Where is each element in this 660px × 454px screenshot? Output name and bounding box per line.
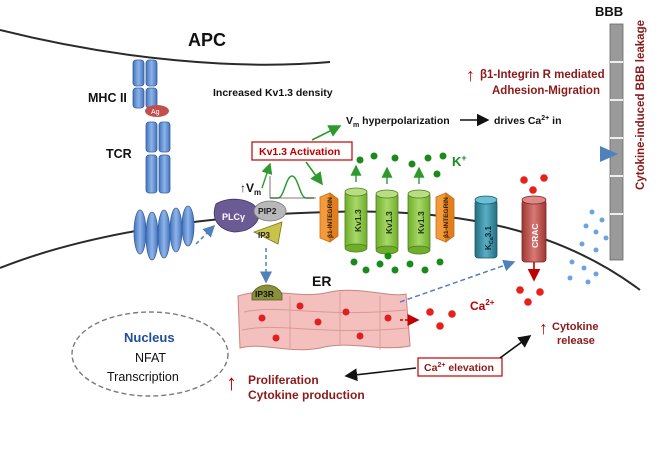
nucleus: Nucleus NFAT Transcription	[71, 311, 229, 397]
ca-elevation-label: Ca2+ elevation	[424, 362, 494, 374]
er-label: ER	[312, 273, 331, 289]
kv13-channel-3: Kv1.3	[407, 166, 431, 255]
k-ion-label: K+	[452, 153, 467, 169]
crac-channel: CRAC	[521, 195, 547, 282]
svg-text:IP3R: IP3R	[255, 289, 274, 299]
antigen-peptide	[145, 105, 169, 117]
ca-ions-cytosol	[516, 286, 544, 306]
svg-text:PIP2: PIP2	[258, 206, 277, 216]
svg-text:Kv1.3: Kv1.3	[416, 211, 426, 234]
ip3-molecule: IP3	[252, 221, 283, 245]
antigen-label: Ag	[151, 109, 160, 116]
nucleus-label: Nucleus	[124, 330, 175, 345]
svg-text:KCa3.1: KCa3.1	[484, 226, 495, 250]
drives-ca-label: drives Ca2+ in	[494, 115, 562, 127]
kv-activation-box	[251, 141, 353, 161]
transcription-label: Transcription	[107, 370, 179, 384]
mhc-ii-label: MHC II	[88, 91, 127, 105]
apc-label: APC	[188, 30, 226, 50]
apc-membrane	[0, 29, 331, 66]
vm-hyperpolarization-label: Vm hyperpolarization	[346, 115, 450, 129]
bbb-label: BBB	[595, 4, 623, 19]
nfat-label: NFAT	[135, 351, 166, 365]
vm-to-activation-arrow	[261, 162, 273, 189]
cytokine-particles	[567, 209, 609, 285]
svg-text:β1-INTEGRIN: β1-INTEGRIN	[327, 197, 334, 238]
ca-elevation-box	[417, 357, 503, 377]
svg-text:CRAC: CRAC	[530, 223, 540, 248]
svg-text:Kv1.3: Kv1.3	[353, 209, 363, 232]
k-ions-inside	[350, 252, 444, 274]
cytokine-production-label: Cytokine production	[248, 388, 365, 402]
proliferation-arrow: ↑	[226, 370, 237, 395]
ca-to-proliferation-arrow	[344, 367, 417, 382]
cytokine-release-arrow: ↑	[539, 318, 548, 338]
kv13-channel-2: Kv1.3	[375, 166, 399, 255]
b1-adhesion-line2: Adhesion-Migration	[492, 85, 600, 97]
tcr	[133, 121, 195, 261]
b1-integrin-left: β1-INTEGRIN	[319, 192, 339, 243]
vm-up-label: ↑Vm	[240, 181, 261, 197]
bbb-leak-icon	[600, 146, 618, 162]
proliferation-label: Proliferation	[248, 373, 319, 387]
kv13-channel-1: Kv1.3	[344, 164, 368, 253]
ca-ions-released	[426, 308, 456, 330]
b1-integrin-right: β1-INTEGRIN	[435, 192, 455, 243]
cytokine-release-line2: release	[557, 335, 595, 347]
b1-adhesion-arrow: ↑	[466, 65, 475, 85]
ip3r-receptor: IP3R	[251, 284, 283, 301]
ca-label: Ca2+	[470, 298, 495, 313]
svg-text:β1-INTEGRIN: β1-INTEGRIN	[443, 197, 450, 238]
bbb-leakage-label: Cytokine-induced BBB leakage	[635, 20, 647, 190]
svg-text:Kv1.3: Kv1.3	[384, 211, 394, 234]
vm-activation-curve	[270, 175, 314, 199]
plcg-enzyme: PLCγ	[213, 198, 260, 233]
endoplasmic-reticulum	[237, 289, 411, 351]
pip2-molecule: PIP2	[253, 200, 287, 222]
tcr-to-plcg-arrow	[195, 224, 216, 245]
activation-to-kv-arrow	[305, 161, 323, 186]
mhc-ii: Ag	[132, 59, 169, 117]
activation-to-hyper-arrow	[311, 125, 342, 141]
b1-adhesion-line1: β1-Integrin R mediated	[480, 69, 605, 81]
k-ions-outside	[356, 152, 447, 178]
cytokine-release-line1: Cytokine	[552, 321, 598, 333]
svg-text:IP3: IP3	[258, 231, 271, 240]
svg-text:PLCγ: PLCγ	[222, 212, 245, 222]
ca-ions-outside	[520, 174, 548, 194]
kv-density-label: Increased Kv1.3 density	[213, 87, 333, 99]
er-to-crac-arrow	[399, 259, 516, 303]
bbb-column: BBB Cytokine-induced BBB leakage	[595, 4, 647, 261]
kv-activation-label: Kv1.3 Activation	[259, 146, 340, 158]
kca31-channel: KCa3.1	[474, 195, 498, 259]
tcr-label: TCR	[106, 147, 132, 161]
ca-to-cytokine-arrow	[499, 335, 532, 359]
